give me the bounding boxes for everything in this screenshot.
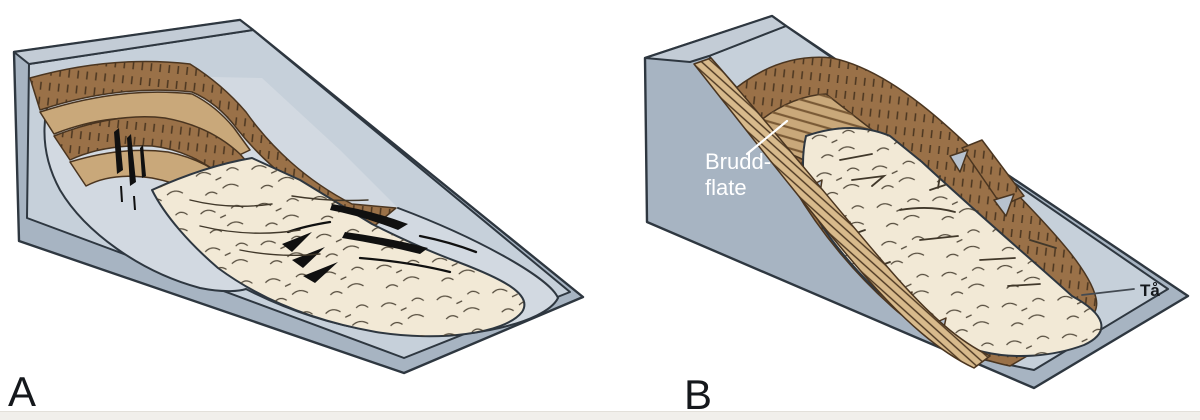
tension-cracks — [114, 128, 146, 210]
toe-label: Tå — [1140, 281, 1160, 300]
panel-a-letter: A — [8, 368, 36, 415]
panel-b: Brudd- flate Tå B — [643, 14, 1190, 418]
footer-strip — [0, 412, 1200, 420]
mid-levee-ridge-hatch — [962, 140, 1024, 206]
transverse-crevasses — [282, 204, 428, 283]
block-b-crest-face — [644, 15, 787, 63]
block-a-crest-face — [13, 19, 254, 65]
bowl-rim-line — [43, 73, 560, 337]
bruddflate-leader-line — [745, 119, 789, 156]
toe-leader-line — [1081, 288, 1135, 296]
bruddflate-label-line1: Brudd- — [705, 149, 771, 174]
debris-texture-a — [152, 158, 525, 337]
bruddflate-label-line2: flate — [705, 175, 747, 200]
flow-lines-a — [189, 195, 369, 257]
debris-texture-b — [803, 128, 1102, 357]
minor-scarp-hatch — [54, 116, 254, 182]
panel-b-letter: B — [684, 371, 712, 418]
panel-a: A — [8, 18, 585, 415]
footer-strip-edge — [0, 411, 1200, 412]
